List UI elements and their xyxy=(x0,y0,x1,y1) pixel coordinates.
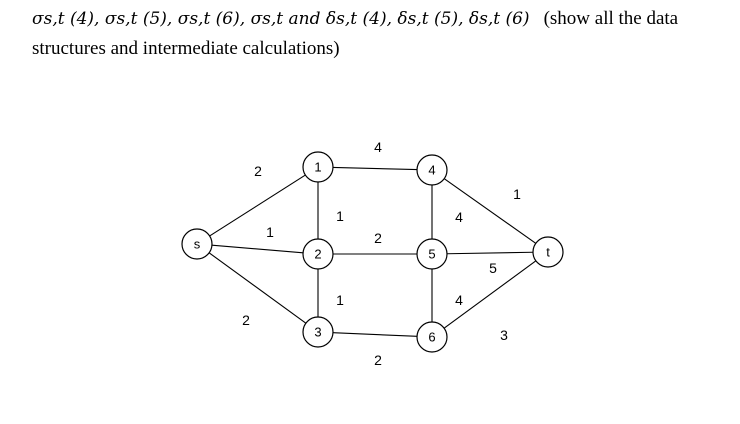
edges xyxy=(208,166,537,337)
edge-weight-5-t: 5 xyxy=(489,260,497,276)
edge-weight-4-5: 4 xyxy=(455,209,463,225)
edge-s-3 xyxy=(208,252,307,324)
edge-weight-1-4: 4 xyxy=(374,139,382,155)
node-5: 5 xyxy=(416,238,448,270)
edge-weights: 2 1 2 4 1 2 1 2 4 4 1 5 3 xyxy=(242,139,521,368)
edge-4-t xyxy=(443,178,537,244)
node-circle-5 xyxy=(416,238,448,270)
node-label-6: 6 xyxy=(428,330,435,345)
node-4: 4 xyxy=(416,154,448,186)
edge-s-2 xyxy=(211,244,304,254)
node-s: s xyxy=(181,228,213,260)
node-3: 3 xyxy=(302,316,334,348)
edge-3-6 xyxy=(332,332,418,337)
node-label-4: 4 xyxy=(428,163,435,178)
node-circle-2 xyxy=(302,238,334,270)
edge-s-1 xyxy=(209,174,306,237)
node-circle-4 xyxy=(416,154,448,186)
edge-5-t xyxy=(446,251,534,255)
node-circle-s xyxy=(181,228,213,260)
node-label-3: 3 xyxy=(314,325,321,340)
edge-weight-1-2: 1 xyxy=(336,208,344,224)
question-text: σs,t (4), σs,t (5), σs,t (6), σs,t and δ… xyxy=(32,4,732,64)
question-line-2: structures and intermediate calculations… xyxy=(32,38,340,59)
node-6: 6 xyxy=(416,321,448,353)
node-circle-1 xyxy=(302,151,334,183)
node-circle-6 xyxy=(416,321,448,353)
edge-weight-2-5: 2 xyxy=(374,230,382,246)
node-label-s: s xyxy=(194,237,201,252)
node-circle-t xyxy=(532,236,564,268)
edge-6-t xyxy=(443,260,537,329)
edge-weight-2-3: 1 xyxy=(336,292,344,308)
node-t: t xyxy=(532,236,564,268)
node-label-1: 1 xyxy=(314,160,321,175)
edge-weight-5-6: 4 xyxy=(455,292,463,308)
instruction-text: (show all the data xyxy=(543,8,679,29)
edge-weight-6-t: 3 xyxy=(500,327,508,343)
question-line-1: σs,t (4), σs,t (5), σs,t (6), σs,t and δ… xyxy=(32,4,732,34)
node-circle-3 xyxy=(302,316,334,348)
edge-weight-3-6: 2 xyxy=(374,352,382,368)
edge-weight-s-2: 1 xyxy=(266,224,274,240)
edge-weight-4-t: 1 xyxy=(513,186,521,202)
node-label-2: 2 xyxy=(314,247,321,262)
nodes: s 1 2 3 4 5 6 t xyxy=(181,151,564,353)
node-1: 1 xyxy=(302,151,334,183)
node-label-5: 5 xyxy=(428,247,435,262)
node-label-t: t xyxy=(546,245,550,260)
edge-weight-s-3: 2 xyxy=(242,312,250,328)
node-2: 2 xyxy=(302,238,334,270)
edge-weight-s-1: 2 xyxy=(254,163,262,179)
notation-expression: σs,t (4), σs,t (5), σs,t (6), σs,t and δ… xyxy=(32,9,530,29)
edge-1-4 xyxy=(332,166,418,171)
